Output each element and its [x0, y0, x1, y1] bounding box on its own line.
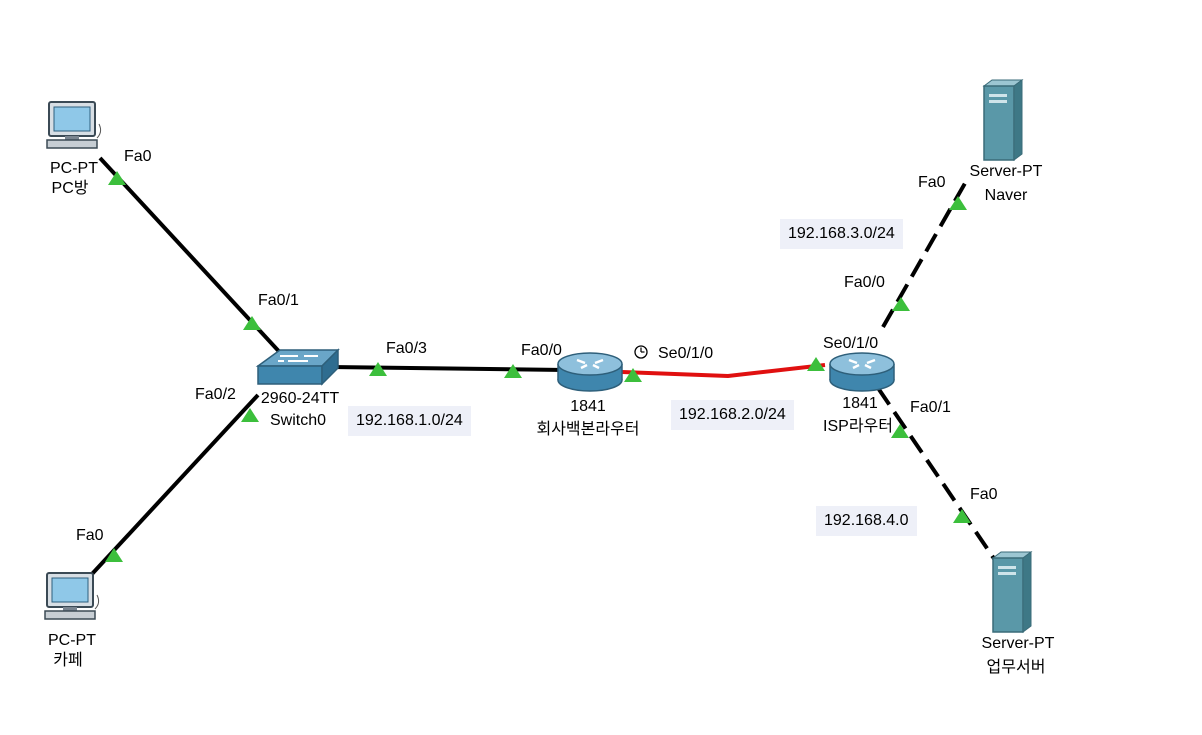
link-pc-top-switch [98, 156, 300, 374]
port-label: Fa0/1 [258, 292, 299, 309]
router-isp-model-label: 1841 [842, 395, 878, 412]
link-up-indicator [108, 171, 126, 185]
link-status-indicators [105, 171, 971, 562]
link-up-indicator [953, 509, 971, 523]
link-up-indicator [624, 368, 642, 382]
router-company-name-label: 회사백본라우터 [536, 421, 640, 438]
port-label: Fa0/0 [844, 274, 885, 291]
server-icon[interactable] [982, 79, 1024, 161]
pc-icon[interactable] [44, 572, 100, 620]
router-icon[interactable] [829, 352, 895, 392]
port-label: Fa0 [918, 174, 946, 191]
port-label: Fa0 [76, 527, 104, 544]
server-work-model-label: Server-PT [981, 635, 1055, 652]
port-label: Se0/1/0 [658, 345, 714, 362]
network-note-work: 192.168.4.0 [816, 506, 917, 536]
link-up-indicator [807, 357, 825, 371]
link-up-indicator [891, 424, 909, 438]
switch-name-label: Switch0 [269, 412, 327, 429]
network-note-wan: 192.168.2.0/24 [671, 400, 794, 430]
server-icon[interactable] [991, 551, 1033, 633]
clock-icon [634, 345, 648, 359]
router-isp-name-label: ISP라우터 [823, 418, 893, 435]
server-naver-model-label: Server-PT [969, 163, 1043, 180]
pc-bottom-name-label: 카페 [53, 652, 83, 669]
switch-icon[interactable] [255, 348, 340, 386]
link-up-indicator [243, 316, 261, 330]
server-work-name-label: 업무서버 [986, 659, 1046, 676]
link-serial-router1-isp [621, 363, 826, 379]
link-up-indicator [241, 408, 259, 422]
network-note-naver: 192.168.3.0/24 [780, 219, 903, 249]
router-company-model-label: 1841 [570, 398, 606, 415]
link-switch-router1 [329, 365, 566, 372]
server-naver-name-label: Naver [984, 187, 1028, 204]
port-label: Se0/1/0 [823, 335, 879, 352]
pc-bottom-model-label: PC-PT [48, 632, 96, 649]
link-up-indicator [105, 548, 123, 562]
pc-icon[interactable] [46, 101, 102, 149]
port-label: Fa0 [124, 148, 152, 165]
switch-model-label: 2960-24TT [260, 390, 340, 407]
link-up-indicator [369, 362, 387, 376]
link-up-indicator [949, 196, 967, 210]
link-pc-bottom-switch [90, 393, 260, 576]
link-up-indicator [892, 297, 910, 311]
port-label: Fa0/3 [386, 340, 427, 357]
link-up-indicator [504, 364, 522, 378]
port-label: Fa0/0 [521, 342, 562, 359]
pc-top-name-label: PC방 [51, 180, 89, 197]
router-icon[interactable] [557, 352, 623, 392]
port-label: Fa0/1 [910, 399, 951, 416]
port-label: Fa0/2 [195, 386, 236, 403]
port-label: Fa0 [970, 486, 998, 503]
pc-top-model-label: PC-PT [50, 160, 98, 177]
link-isp-workserver [876, 386, 999, 565]
network-note-lan1: 192.168.1.0/24 [348, 406, 471, 436]
